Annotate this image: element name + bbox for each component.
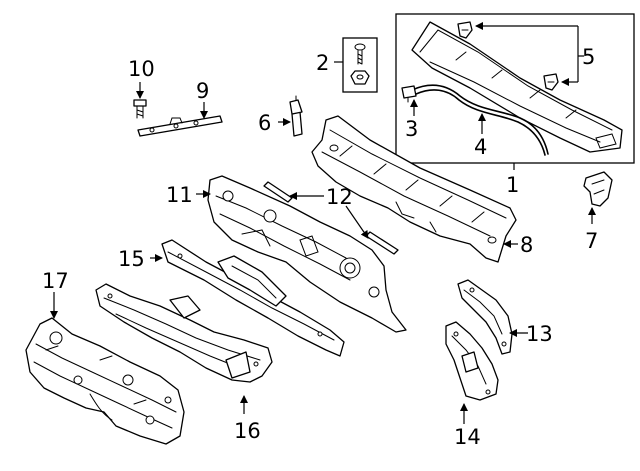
part-side-bracket [583,171,613,207]
part-seal-lower [365,231,399,255]
part-washer-nozzle [401,85,417,103]
part-dash-insulator [25,317,185,445]
part-retainer [289,95,303,137]
callout-6: 6 [258,111,271,135]
callout-12: 12 [326,185,353,209]
callout-15: 15 [118,247,145,271]
callout-16: 16 [234,419,261,443]
callout-3: 3 [405,117,418,141]
inset-box-fasteners [342,37,378,93]
part-clip-upper [457,21,473,39]
callout-4: 4 [474,135,487,159]
callout-7: 7 [585,229,598,253]
part-washer-hose [411,84,549,155]
part-cross-member [161,239,345,357]
callout-11: 11 [166,183,193,207]
part-nut [350,70,370,85]
part-screw [133,99,147,119]
callout-13: 13 [526,322,553,346]
part-dash-panel [207,175,407,333]
callout-17: 17 [42,269,69,293]
part-bolt [354,43,366,65]
callout-2: 2 [316,51,329,75]
callout-1: 1 [506,173,519,197]
part-cowl-panel [311,115,517,263]
part-clip-lower [543,73,559,91]
inset-box-cowl-panel [395,13,635,164]
part-lower-reinforcement [95,283,273,383]
part-side-brace-upper [457,279,513,355]
callout-9: 9 [196,79,209,103]
callout-14: 14 [454,425,481,449]
callout-5: 5 [582,45,595,69]
part-cowl-top-panel [411,21,623,153]
part-bracket-strip [137,115,223,137]
callout-10: 10 [128,57,155,81]
part-side-brace-lower [445,321,499,401]
callout-8: 8 [520,233,533,257]
